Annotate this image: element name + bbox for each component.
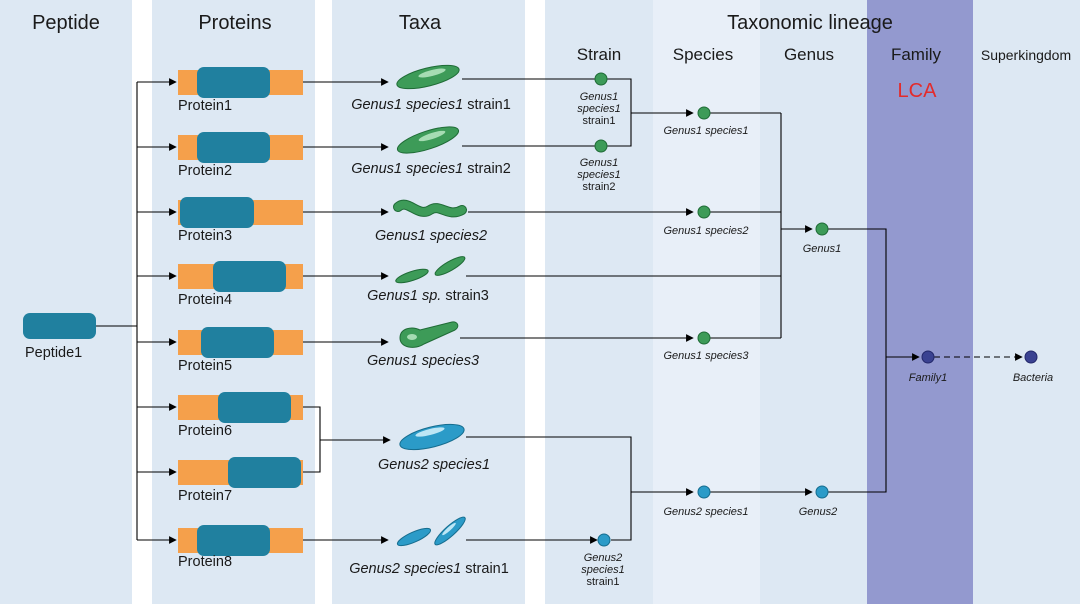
- family-label: Family1: [908, 372, 948, 384]
- protein-bar-2: [178, 132, 303, 163]
- proteins-panel: [152, 0, 315, 604]
- taxa-panel: [332, 0, 525, 604]
- taxa-header: Taxa: [398, 12, 442, 34]
- strain-panel: [545, 0, 653, 604]
- genus-label-1: Genus1: [802, 243, 842, 255]
- taxon-label-3: Genus1 species2: [374, 228, 488, 244]
- taxon-label-1: Genus1 species1 strain1: [351, 97, 511, 113]
- lineage-header: Taxonomic lineage: [727, 12, 893, 34]
- family-band: [867, 0, 973, 604]
- protein-label-5: Protein5: [178, 358, 233, 374]
- protein-label-3: Protein3: [178, 228, 233, 244]
- protein-bar-8: [178, 525, 303, 556]
- protein-bar-6: [178, 392, 303, 423]
- strain-node-2: [594, 139, 608, 153]
- superkingdom-panel: [973, 0, 1080, 604]
- species-label-4: Genus2 species1: [663, 506, 749, 518]
- species-label-1: Genus1 species1: [663, 125, 749, 137]
- blue-bacterium-icon: [399, 423, 465, 451]
- green-bacterium-icon: [396, 64, 460, 90]
- rank-family: Family: [890, 45, 942, 64]
- green-bacterium-icon: [399, 321, 459, 348]
- protein-label-1: Protein1: [178, 98, 233, 114]
- taxon-label-4: Genus1 sp. strain3: [367, 288, 489, 304]
- rank-genus: Genus: [783, 45, 835, 64]
- peptide-label: Peptide1: [25, 345, 83, 361]
- protein-label-8: Protein8: [178, 554, 233, 570]
- green-bacterium-icon: [395, 256, 466, 284]
- taxon-label-6: Genus2 species1: [377, 457, 491, 473]
- rank-superkingdom: Superkingdom: [980, 47, 1072, 63]
- species-panel: [653, 0, 760, 604]
- protein-label-6: Protein6: [178, 423, 233, 439]
- protein-label-2: Protein2: [178, 163, 233, 179]
- taxon-label-2: Genus1 species1 strain2: [351, 161, 511, 177]
- genus-panel: [760, 0, 867, 604]
- protein-bar-3: [178, 197, 303, 228]
- protein-label-4: Protein4: [178, 292, 233, 308]
- strain-node-1: [594, 72, 608, 86]
- protein-bar-5: [178, 327, 303, 358]
- peptide-panel: [0, 0, 132, 604]
- family-node: [921, 350, 935, 364]
- strain-node-3: [597, 533, 611, 547]
- taxon-label-5: Genus1 species3: [366, 353, 480, 369]
- green-bacterium-icon: [393, 199, 467, 218]
- species-node-1: [697, 106, 711, 120]
- rank-species: Species: [672, 45, 734, 64]
- species-node-2: [697, 205, 711, 219]
- green-bacterium-icon: [396, 126, 460, 154]
- genus-node-1: [815, 222, 829, 236]
- species-node-4: [697, 485, 711, 499]
- protein-label-7: Protein7: [178, 488, 233, 504]
- rank-strain: Strain: [576, 45, 622, 64]
- protein-bar-1: [178, 67, 303, 98]
- species-node-3: [697, 331, 711, 345]
- blue-bacterium-icon: [396, 516, 466, 547]
- genus-label-2: Genus2: [798, 506, 838, 518]
- superkingdom-label: Bacteria: [1012, 372, 1054, 384]
- lca-label: LCA: [897, 80, 937, 102]
- superkingdom-node: [1024, 350, 1038, 364]
- taxon-label-7: Genus2 species1 strain1: [349, 561, 509, 577]
- peptide-header: Peptide: [32, 12, 100, 34]
- species-label-2: Genus1 species2: [663, 225, 749, 237]
- species-label-3: Genus1 species3: [663, 350, 749, 362]
- protein-bar-4: [178, 261, 303, 292]
- protein-bar-7: [178, 457, 303, 488]
- genus-node-2: [815, 485, 829, 499]
- proteins-header: Proteins: [198, 12, 272, 34]
- peptide-shape: [23, 313, 96, 339]
